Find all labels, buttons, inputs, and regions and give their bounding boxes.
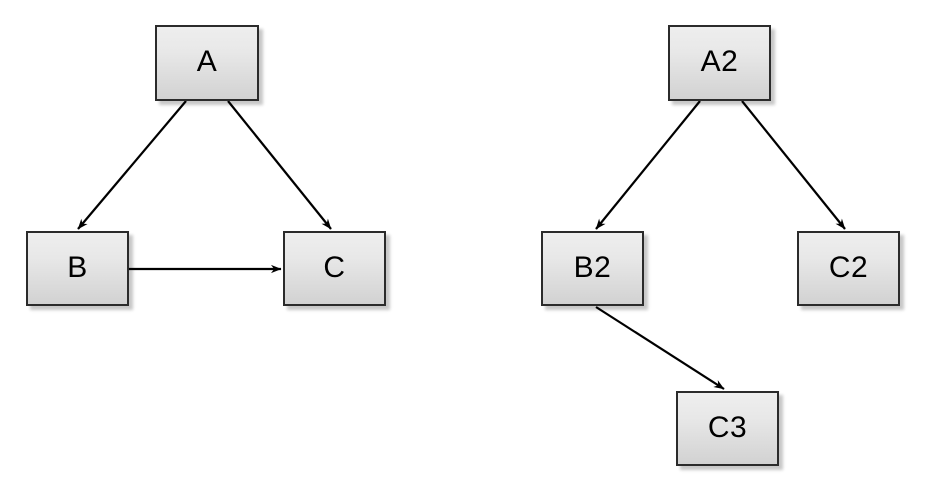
node-b2[interactable]: B2 [541,231,644,306]
node-label-a2: A2 [700,45,739,78]
node-c[interactable]: C [283,231,386,306]
node-b[interactable]: B [26,231,129,306]
edge-a-to-b [77,100,187,230]
edge-a-to-c [227,100,332,230]
node-c2[interactable]: C2 [797,231,900,306]
node-label-c: C [323,250,346,284]
node-label-a: A [196,45,218,78]
node-c3[interactable]: C3 [676,391,779,466]
node-label-c3: C3 [707,410,748,444]
node-label-b2: B2 [573,250,612,284]
edge-a2-to-c2 [741,100,846,230]
node-label-b: B [67,250,88,284]
node-label-c2: C2 [828,250,869,284]
node-a2[interactable]: A2 [668,25,771,101]
edge-b2-to-c3 [595,306,725,390]
node-a[interactable]: A [155,25,259,101]
edge-a2-to-b2 [595,100,701,230]
